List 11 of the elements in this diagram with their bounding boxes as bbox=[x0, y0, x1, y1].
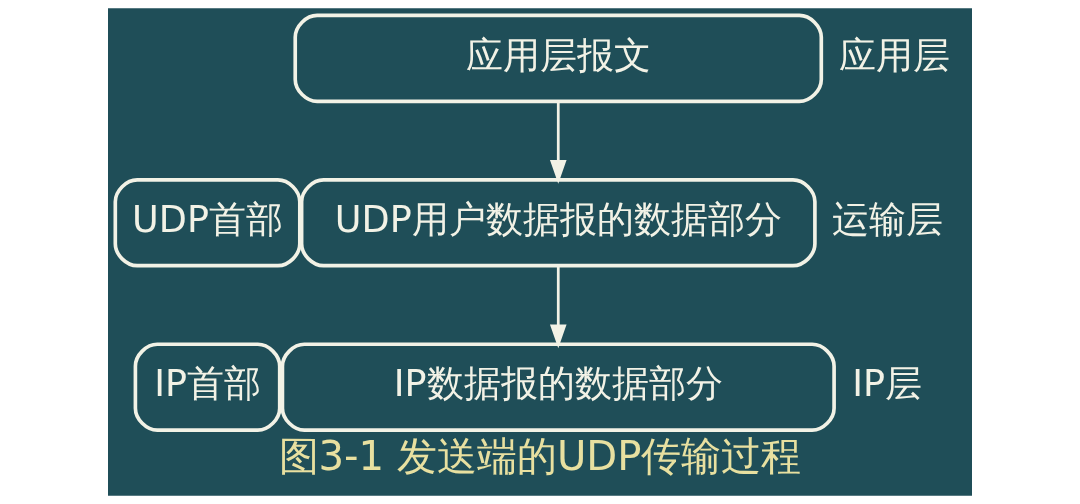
node-box: UDP用户数据报的数据部分 bbox=[299, 178, 817, 268]
caption: 图3-1 发送端的UDP传输过程 bbox=[278, 432, 802, 479]
node-box: UDP首部 bbox=[113, 178, 302, 268]
label: IP层 bbox=[852, 362, 922, 406]
label: 应用层 bbox=[838, 33, 950, 77]
arrow bbox=[549, 266, 567, 349]
node-box: IP数据报的数据部分 bbox=[280, 342, 836, 432]
node-box: IP首部 bbox=[133, 342, 282, 432]
arrow bbox=[549, 101, 567, 184]
label: 运输层 bbox=[831, 197, 943, 241]
node-box: 应用层报文 bbox=[293, 13, 824, 104]
